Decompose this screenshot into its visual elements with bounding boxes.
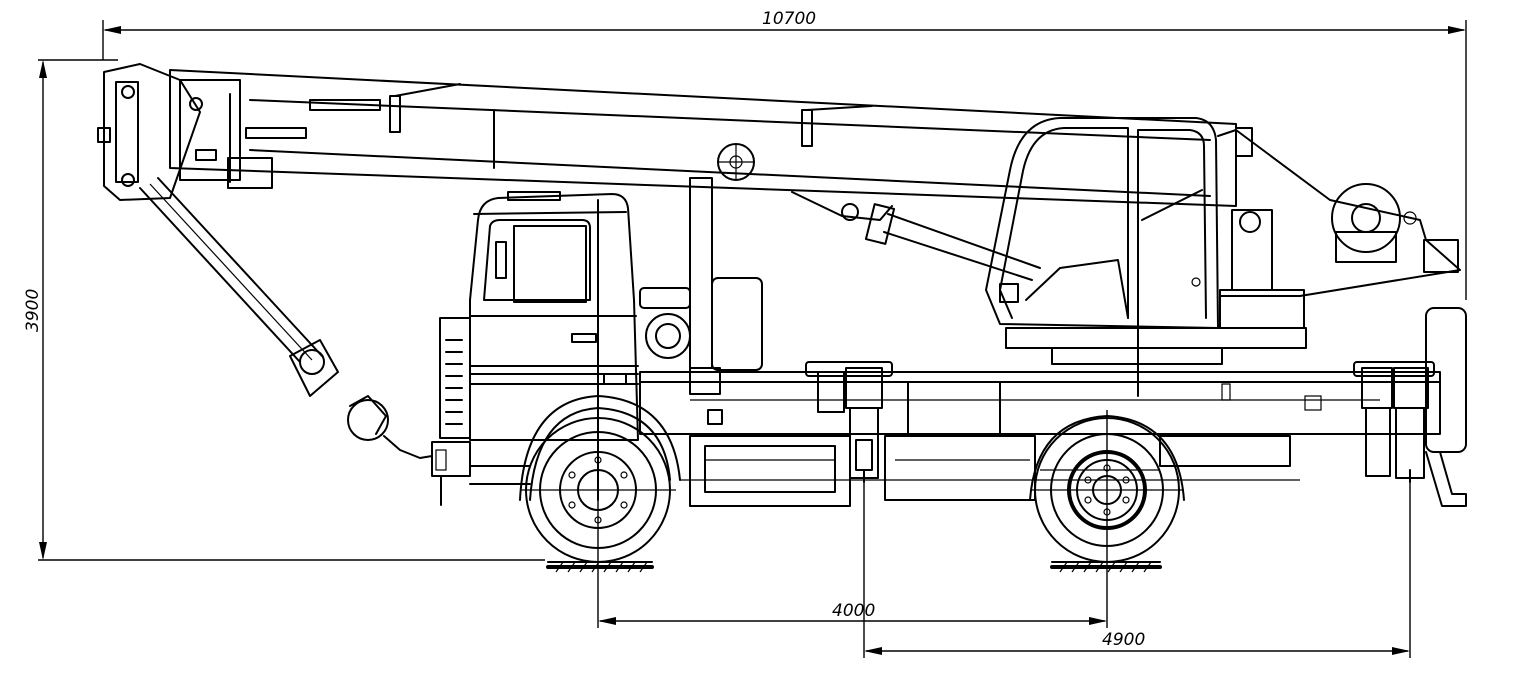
ground-hatch-front <box>546 561 654 573</box>
luffing-cylinder <box>791 191 1041 281</box>
dimension-outrigger-base: 4900 <box>863 478 1411 658</box>
dimension-overall-length: 10700 <box>102 9 1467 300</box>
chassis-frame <box>639 371 1441 507</box>
front-wheel <box>520 417 676 563</box>
crane-cabin <box>985 117 1305 329</box>
ground-hatch-rear <box>1050 561 1162 573</box>
rear-end <box>1423 239 1467 507</box>
rear-wheel <box>1029 415 1185 563</box>
outrigger-front <box>805 361 893 483</box>
overall-height-label: 3900 <box>23 289 43 332</box>
dimension-wheelbase: 4000 <box>597 410 1108 628</box>
wheelbase-label: 4000 <box>832 601 875 621</box>
overall-length-label: 10700 <box>762 9 816 29</box>
truck-cab <box>469 191 639 501</box>
outrigger-base-label: 4900 <box>1102 630 1145 650</box>
crane-boom <box>169 69 1237 207</box>
front-bumper <box>431 317 531 506</box>
hook-block <box>139 177 433 459</box>
outrigger-rear <box>1353 361 1435 483</box>
boom-head <box>97 63 273 201</box>
winch <box>1217 127 1461 297</box>
front-fender <box>519 395 681 501</box>
exhaust-and-tank <box>639 177 763 425</box>
dimension-overall-height: 3900 <box>23 59 545 561</box>
